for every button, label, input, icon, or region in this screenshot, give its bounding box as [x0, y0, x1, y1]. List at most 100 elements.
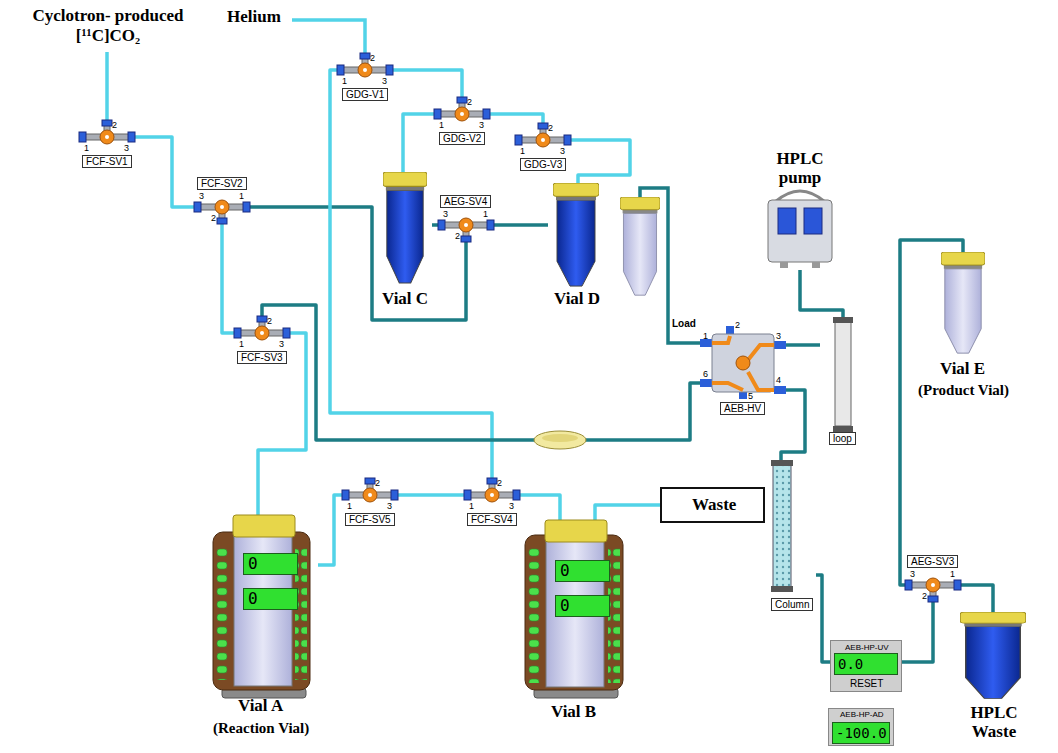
tubing-line	[250, 207, 466, 320]
node-text: FCF-SV3	[237, 351, 287, 364]
tubing-line	[393, 70, 462, 98]
node-text: GDG-V3	[520, 158, 566, 171]
port-number: 3	[509, 501, 514, 511]
vial-node: Vial D	[548, 183, 606, 313]
port-number: 1	[439, 120, 444, 130]
node-text: 0	[555, 595, 610, 617]
node-text: Vial E	[940, 360, 985, 379]
tubing-line	[432, 223, 438, 227]
node-text: 0	[243, 553, 298, 575]
node-text: FCF-SV4	[467, 513, 517, 526]
port-number: 3	[443, 209, 448, 219]
port-number: 2	[455, 231, 460, 241]
port-number: 1	[239, 191, 244, 201]
reactor-vial: 0 0Vial A (Reaction Vial)	[205, 515, 318, 752]
node-text: (Reaction Vial)	[213, 720, 309, 737]
pump-node: HPLC pump	[760, 150, 840, 270]
tubing-line	[571, 140, 630, 183]
port-number: 3	[382, 76, 387, 86]
loop-node: loop	[820, 317, 864, 446]
valve-icon	[194, 200, 250, 224]
column-node: Column	[768, 460, 816, 610]
port-number: 3	[279, 339, 284, 349]
port-number: 2	[112, 120, 117, 130]
port-number: 3	[124, 143, 129, 153]
node-text: AEG-SV4	[440, 195, 491, 208]
hplc-waste-figure	[960, 612, 1026, 698]
valve-icon	[234, 316, 290, 340]
column-figure	[771, 460, 793, 592]
port-number: 3	[910, 569, 915, 579]
node-text: AEB-HP-UV	[845, 643, 889, 652]
port-number: 1	[347, 501, 352, 511]
vial-c-figure	[383, 172, 427, 283]
node-text: HPLC Waste	[964, 704, 1024, 741]
tubing-line	[318, 495, 342, 565]
node-text: AEB-HP-AD	[840, 710, 884, 719]
loop-figure	[833, 317, 853, 432]
node-text: FCF-SV2	[197, 177, 247, 190]
tubing-line	[781, 390, 805, 460]
valve-icon	[434, 97, 490, 121]
valve-icon	[464, 478, 520, 502]
tubing-line	[403, 114, 434, 172]
node-text: Vial D	[554, 290, 600, 309]
port-number: 1	[520, 146, 525, 156]
port-number: 6	[703, 369, 708, 379]
valve-icon	[337, 53, 393, 77]
node-text: Vial B	[551, 703, 596, 722]
helium-line	[292, 20, 365, 54]
port-number: 4	[776, 375, 781, 385]
tubing-line	[490, 114, 543, 124]
injector-valve: AEB-HV	[700, 330, 786, 414]
six-port-valve-figure	[700, 326, 786, 399]
tubing-line	[222, 223, 234, 333]
node-text: HPLC pump	[770, 150, 830, 187]
node-text: (Product Vial)	[918, 382, 1009, 399]
node-text: loop	[829, 432, 856, 445]
vial-e-figure	[941, 252, 985, 353]
tubing-line	[330, 70, 492, 479]
port-number: 2	[922, 591, 927, 601]
port-number: 2	[267, 316, 272, 326]
port-number: 3	[560, 146, 565, 156]
node-text: Column	[771, 598, 813, 611]
port-number: 3	[479, 120, 484, 130]
port-number: 1	[483, 209, 488, 219]
node-text: -100.0	[832, 722, 890, 744]
tubing-line	[800, 270, 843, 317]
node-text: GDG-V1	[342, 88, 388, 101]
port-number: 5	[748, 391, 753, 401]
uv-display: AEB-HP-UV0.0RESET	[830, 640, 902, 692]
tubing-line	[786, 343, 820, 347]
heading-label: Cyclotron- produced [¹¹C]CO₂	[28, 6, 188, 45]
port-number: 1	[703, 331, 708, 341]
valve-icon	[905, 578, 961, 602]
node-text: Vial A	[238, 697, 283, 716]
tubing-line	[398, 493, 464, 497]
tubing-line	[494, 223, 548, 227]
node-text: GDG-V2	[439, 132, 485, 145]
port-number: 3	[387, 501, 392, 511]
port-number: Load	[672, 318, 696, 329]
vial-b-heater	[525, 520, 623, 698]
valve-icon	[342, 478, 398, 502]
valve-icon	[515, 123, 571, 147]
waste-vial: HPLC Waste	[955, 612, 1033, 752]
port-number: 2	[548, 123, 553, 133]
filter-figure	[534, 431, 586, 449]
port-number: 1	[239, 339, 244, 349]
port-number: 3	[776, 331, 781, 341]
hplc-pump-figure	[768, 191, 832, 268]
node-text: FCF-SV5	[345, 513, 395, 526]
ad-display: AEB-HP-AD -100.0	[828, 708, 894, 746]
node-text: 0	[243, 588, 298, 610]
tubing-line	[902, 602, 933, 662]
vial-d-figure	[553, 183, 599, 286]
valve-icon	[438, 218, 494, 242]
waste-box: Waste	[660, 487, 765, 523]
cyclotron-line	[105, 52, 109, 121]
port-number: 1	[84, 143, 89, 153]
